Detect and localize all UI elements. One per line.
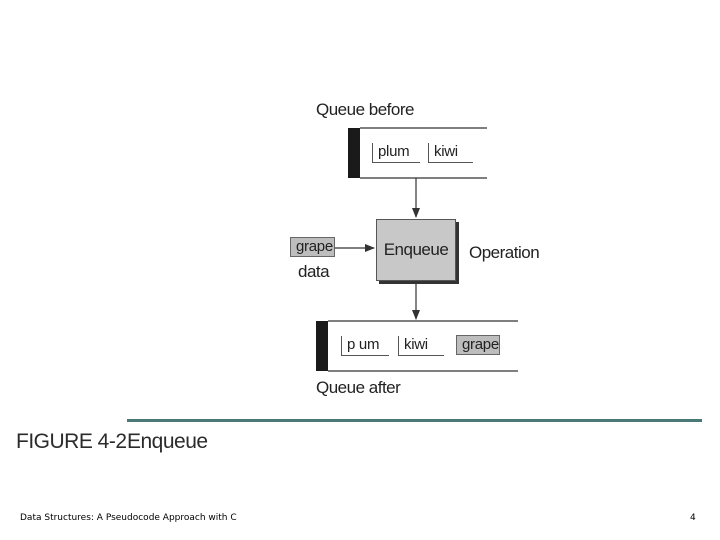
footer-source: Data Structures: A Pseudocode Approach w…	[20, 513, 237, 523]
figure-title: Enqueue	[127, 430, 208, 453]
queue-before-label: Queue before	[316, 100, 414, 119]
page-number: 4	[690, 513, 696, 523]
enqueue-operation-box: Enqueue	[376, 219, 456, 281]
operation-box-label: Enqueue	[383, 240, 449, 259]
queue-after-container	[316, 320, 518, 372]
queue-after-item: p um	[341, 336, 389, 356]
queue-before-container	[348, 127, 487, 179]
data-item: grape	[290, 237, 335, 257]
queue-before-item: plum	[372, 143, 420, 163]
figure-rule	[127, 419, 702, 422]
queue-after-label: Queue after	[316, 378, 401, 397]
figure-number: FIGURE 4-2	[16, 430, 127, 453]
queue-before-item: kiwi	[428, 143, 473, 163]
queue-after-item: grape	[456, 335, 500, 355]
data-label: data	[298, 262, 330, 281]
operation-label: Operation	[469, 243, 540, 262]
queue-after-item: kiwi	[398, 336, 444, 356]
